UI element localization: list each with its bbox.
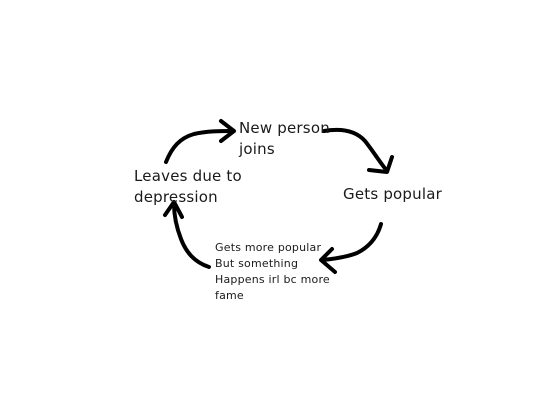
node-gets-more-popular: Gets more popular But something Happens …: [215, 240, 330, 304]
node-line: depression: [134, 188, 218, 206]
arrow-left-to-top: [164, 119, 236, 164]
arrow-bottom-to-left: [163, 200, 211, 269]
node-line: But something: [215, 257, 299, 270]
node-new-person-joins: New person joins: [239, 118, 330, 160]
node-leaves-due-to-depression: Leaves due to depression: [134, 166, 242, 208]
node-line: Gets more popular: [215, 241, 322, 254]
node-gets-popular: Gets popular: [343, 184, 442, 205]
node-line: New person: [239, 119, 330, 137]
arrow-top-to-right: [322, 127, 394, 174]
arrow-right-to-bottom: [319, 222, 383, 274]
node-line: Happens irl bc more: [215, 273, 330, 286]
node-line: Leaves due to: [134, 167, 242, 185]
node-line: joins: [239, 140, 275, 158]
node-line: Gets popular: [343, 185, 442, 203]
node-line: fame: [215, 289, 244, 302]
